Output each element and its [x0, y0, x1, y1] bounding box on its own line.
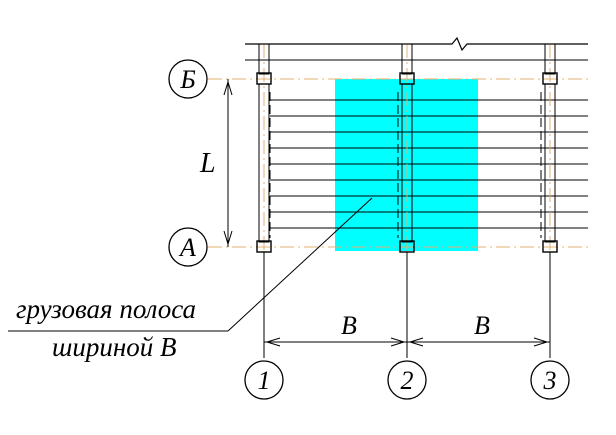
svg-text:Б: Б — [179, 65, 195, 94]
annotation-line-2: шириной В — [52, 332, 177, 362]
girder-col-3 — [540, 43, 558, 253]
top-break-line — [245, 36, 588, 52]
axis-marker-b: Б — [168, 59, 208, 99]
deck-members — [245, 59, 588, 229]
dimension-b-left-label: B — [341, 311, 357, 340]
svg-text:А: А — [178, 233, 196, 262]
axis-marker-a: А — [168, 227, 208, 267]
dimension-b — [263, 252, 551, 358]
annotation-leader — [8, 197, 373, 332]
annotation-line-1: грузовая полоса — [16, 294, 196, 324]
dimension-b-right-label: B — [474, 311, 490, 340]
svg-text:2: 2 — [401, 366, 414, 395]
axis-marker-3: 3 — [530, 360, 570, 400]
dimension-l — [223, 79, 233, 247]
dimension-l-label: L — [199, 148, 216, 179]
girder-col-1 — [256, 43, 272, 253]
girder-col-2 — [397, 43, 415, 253]
svg-text:3: 3 — [543, 366, 557, 395]
svg-text:1: 1 — [258, 366, 271, 395]
axis-marker-1: 1 — [244, 360, 284, 400]
axis-marker-2: 2 — [387, 360, 427, 400]
